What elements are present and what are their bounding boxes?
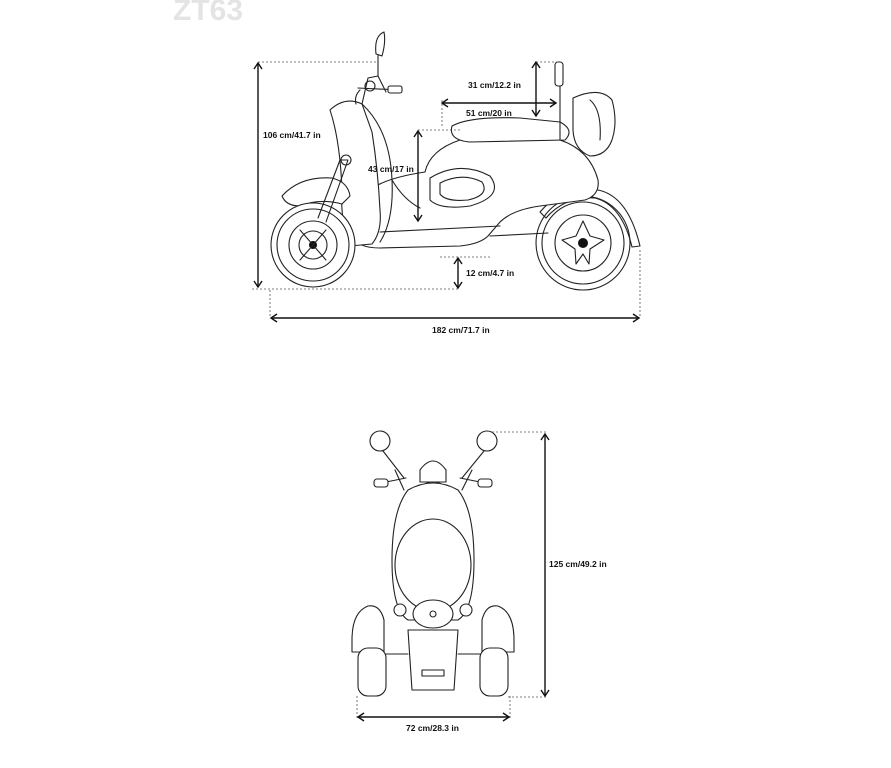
- dim-overall-length: 182 cm/71.7 in: [432, 325, 490, 335]
- front-fender: [281, 177, 351, 207]
- rear-wheel: [535, 195, 631, 291]
- dim-overall-height: 106 cm/41.7 in: [263, 130, 321, 140]
- dim-seat-length: 51 cm/20 in: [466, 108, 512, 118]
- seat: [450, 117, 570, 143]
- dim-overall-width: 72 cm/28.3 in: [406, 723, 459, 733]
- dim-backrest-height: 31 cm/12.2 in: [468, 80, 521, 90]
- rear-box: [572, 91, 616, 157]
- model-title: ZT63: [173, 0, 243, 27]
- dim-seat-height: 43 cm/17 in: [368, 164, 414, 174]
- dim-front-height: 125 cm/49.2 in: [549, 559, 607, 569]
- front-dimension-guides: [356, 431, 550, 722]
- side-view: [270, 31, 641, 291]
- dim-ground-clearance: 12 cm/4.7 in: [466, 268, 514, 278]
- side-dimension-guides: [252, 60, 641, 323]
- front-view: [351, 430, 515, 697]
- front-wheel: [270, 202, 356, 288]
